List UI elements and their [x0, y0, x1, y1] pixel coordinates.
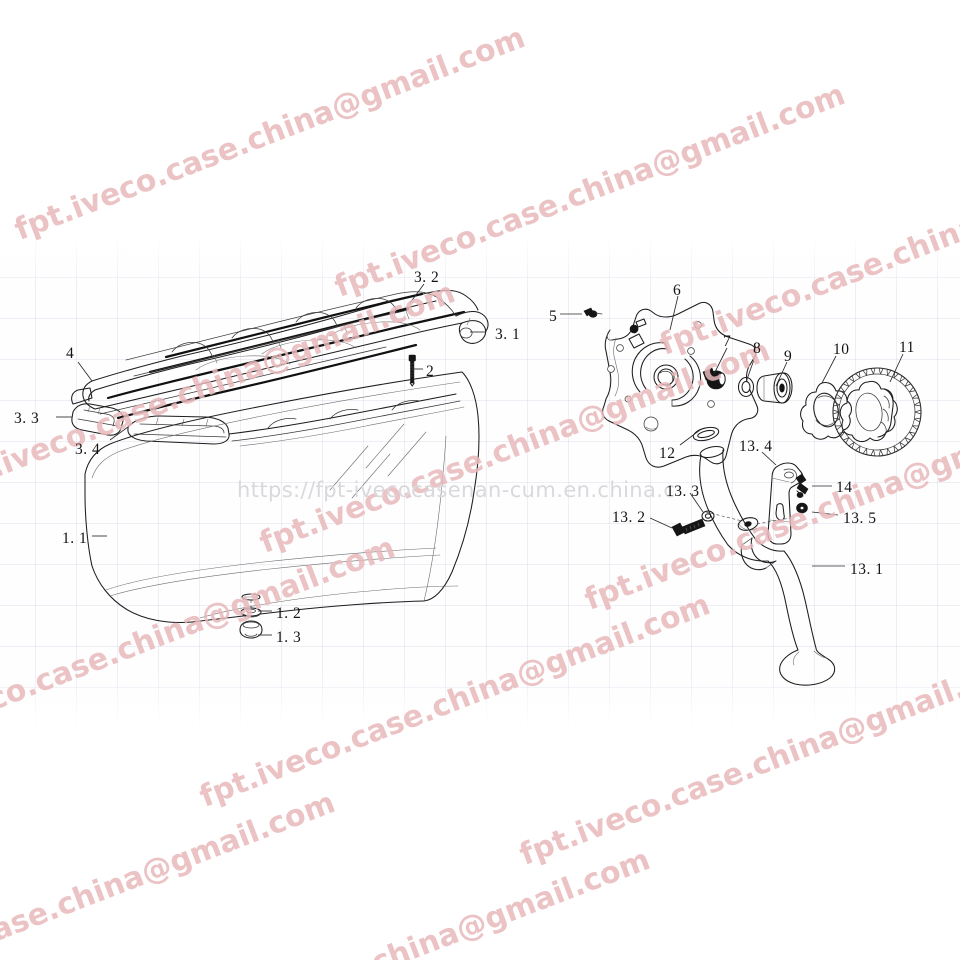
bracket-nut	[796, 502, 808, 514]
callout-label-14: 14	[836, 479, 853, 496]
oil-pump-drive-gear	[832, 367, 922, 457]
pressure-relief-plug	[702, 367, 726, 390]
callout-label-3__1: 3. 1	[495, 326, 521, 343]
leader-c_4	[77, 361, 93, 382]
pickup-tube-o-ring	[692, 426, 720, 442]
callout-label-6: 6	[673, 282, 682, 299]
oil-pan-gasket-nose	[455, 311, 489, 344]
callout-label-13__2: 13. 2	[612, 509, 646, 526]
callout-label-3__4: 3. 4	[75, 441, 101, 458]
callout-label-3__3: 3. 3	[14, 410, 40, 427]
callout-label-13__4: 13. 4	[739, 438, 773, 455]
callout-label-3__2: 3. 2	[414, 269, 440, 286]
bracket-screw	[795, 473, 809, 498]
pickup-tube-bracket	[767, 462, 804, 545]
callout-label-13__1: 13. 1	[850, 561, 884, 578]
leader-c_135	[811, 511, 839, 516]
leader-c_133	[689, 492, 704, 513]
leader-c_12b	[679, 429, 701, 446]
leader-c_6	[669, 295, 679, 331]
callout-label-1__2: 1. 2	[276, 605, 302, 622]
oil-pump-bolt	[583, 307, 603, 318]
bracket-washer	[701, 510, 715, 522]
callout-label-11: 11	[899, 339, 915, 356]
oil-pan-gasket-main	[125, 291, 457, 377]
callout-label-9: 9	[784, 348, 793, 365]
drain-plug-assembly	[239, 593, 263, 639]
callout-label-8: 8	[753, 340, 762, 357]
callout-label-1__1: 1. 1	[62, 530, 88, 547]
gasket-front-segment	[71, 387, 124, 436]
gasket-carrier-frame	[82, 289, 479, 415]
callout-leader-lines	[56, 283, 904, 636]
callout-label-1__3: 1. 3	[276, 629, 302, 646]
callout-label-7: 7	[723, 333, 732, 350]
callout-label-13__5: 13. 5	[843, 510, 877, 527]
leader-c_9	[775, 361, 788, 387]
oil-pickup-tube	[699, 445, 836, 686]
callout-label-5: 5	[549, 308, 558, 325]
leader-c_11b	[889, 353, 904, 383]
oil-pan-bolt	[408, 354, 416, 387]
relief-valve-seat	[756, 372, 793, 404]
leader-c_132	[649, 517, 673, 529]
leader-c_34	[109, 426, 129, 441]
leader-c_10	[821, 355, 837, 384]
gasket-rear-segment	[127, 415, 230, 445]
gasket-lower-run	[228, 393, 465, 447]
callout-label-4: 4	[66, 345, 75, 362]
callout-label-2: 2	[426, 363, 435, 380]
callout-label-12: 12	[659, 445, 676, 462]
oil-pump-body	[602, 301, 759, 468]
leader-c_32	[409, 283, 425, 304]
callout-label-13__3: 13. 3	[666, 483, 700, 500]
leader-c_7	[713, 347, 728, 375]
oil-pan-body	[84, 371, 480, 623]
leader-c_134	[761, 451, 777, 466]
o-ring-seal	[737, 376, 755, 398]
callout-label-10: 10	[833, 341, 850, 358]
bracket-bolt	[671, 518, 706, 537]
leader-c_8	[745, 353, 757, 383]
